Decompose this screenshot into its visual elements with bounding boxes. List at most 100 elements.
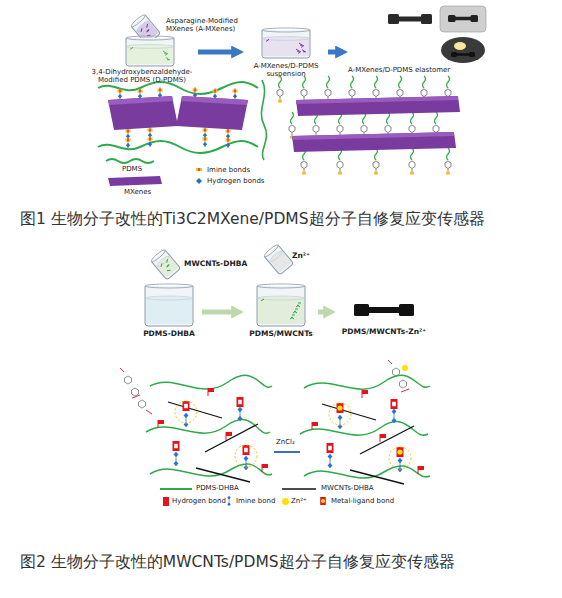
figure-caption: 图2 生物分子改性的MWCNTs/PDMS超分子自修复应变传感器 — [20, 553, 455, 572]
node-illustration-part-part — [136, 20, 151, 33]
node-illustration-part — [291, 317, 294, 319]
node-illustration-part — [145, 286, 193, 326]
beaker-node: PDMS-DHBA — [136, 280, 202, 342]
pdms-mwcnt-network-left-part — [235, 445, 257, 467]
mxene-network-left-part — [193, 87, 198, 98]
beaker-node: 3,4-Dihydroxybenzaldehyde-Modified PDMS … — [86, 34, 198, 88]
legend-samples-part — [227, 496, 231, 506]
mxene-network-right — [261, 76, 460, 175]
mxene-network-right-part — [349, 76, 355, 103]
node-illustration-part — [166, 58, 169, 60]
pdms-mwcnt-network-left-part — [183, 401, 190, 411]
reagent-label: ZnCl₂ — [276, 437, 295, 447]
legend-samples-part — [198, 168, 200, 171]
mxene-network-left-part — [233, 88, 238, 99]
node-illustration-part — [165, 53, 168, 55]
pdms-mwcnt-network-left-part — [184, 413, 189, 427]
pdms-mwcnt-zn-network-right-part — [397, 447, 404, 457]
mxene-network-right-part — [373, 148, 379, 175]
pdms-mwcnt-network-left-part — [150, 464, 272, 476]
node-illustration-part — [266, 39, 269, 41]
pdms-mwcnt-zn-network-right-part — [350, 470, 404, 484]
node-illustration-part — [262, 30, 310, 58]
legend-text: MXenes — [124, 188, 151, 196]
node-illustration-part — [441, 37, 485, 63]
node-illustration-part — [296, 305, 299, 307]
pdms-mwcnt-zn-network-right-part — [380, 434, 386, 442]
node-illustration-part-part — [130, 13, 146, 28]
pdms-mwcnt-network-left-part — [208, 388, 214, 396]
mxene-network-right-part — [409, 148, 415, 175]
pdms-mwcnt-network-left-part — [205, 424, 258, 452]
beaker-node: PDMS/MWCNTs-Zn²⁺ — [336, 290, 432, 342]
node-illustration-part — [301, 45, 304, 47]
mxene-network-right-part — [292, 132, 456, 152]
node-illustration-part — [293, 311, 296, 313]
node-illustration-part-part — [147, 29, 149, 31]
node-illustration-part-part — [147, 34, 151, 37]
pdms-mwcnt-zn-network-right-part — [312, 422, 318, 430]
mxene-network-left-part — [203, 136, 208, 147]
node-illustration-part — [258, 298, 304, 324]
mxene-network-left-part — [98, 141, 258, 153]
mxene-network-right-part — [325, 76, 331, 103]
pdms-mwcnt-network-left-part — [132, 388, 139, 396]
mxene-network-right-part — [337, 148, 343, 175]
process-arrow — [328, 50, 343, 55]
mxene-network-left-part — [213, 88, 218, 99]
mxene-network-right-part — [301, 148, 307, 175]
legend-samples-part — [196, 178, 202, 184]
beaker-node: MWCNTs-DHBA — [150, 250, 250, 280]
node-illustration — [268, 246, 318, 274]
mxene-network-right-part — [296, 96, 460, 116]
pdms-mwcnt-zn-network-right-part — [418, 466, 424, 474]
node-illustration-part — [258, 296, 304, 300]
mxene-network-right-part — [337, 112, 343, 139]
node-illustration-part — [127, 46, 173, 64]
node-label: Asparagine-Modified MXenes (A-MXenes) — [166, 17, 250, 33]
pdms-mwcnt-network-left-part — [120, 368, 152, 414]
mxene-network-left — [98, 82, 258, 153]
beaker-node: A-MXenes/D-PDMS elastomer — [348, 2, 492, 80]
node-illustration-part — [127, 44, 173, 48]
node-illustration-part-part — [160, 263, 164, 266]
process-arrow — [202, 310, 239, 315]
mxene-network-left-part — [226, 137, 231, 148]
mxene-network-left-part — [148, 136, 153, 147]
mxene-network-right-part — [313, 112, 319, 139]
node-label: PDMS/MWCNTs — [244, 330, 318, 338]
node-illustration-part — [146, 296, 192, 300]
zncl2-reaction-line-part — [274, 451, 300, 453]
node-illustration-part-part — [167, 269, 171, 272]
legend-text: PDMS-DHBA — [196, 484, 239, 492]
legend-text: PDMS — [122, 165, 142, 173]
mxene-network-left-part — [126, 137, 131, 148]
mxene-network-left-part — [108, 96, 178, 130]
node-label: Zn²⁺ — [292, 252, 318, 260]
pdms-mwcnt-zn-network-right-part — [389, 447, 411, 469]
node-illustration-part — [397, 17, 423, 22]
node-illustration-part — [454, 42, 466, 50]
node-illustration-part — [130, 47, 133, 49]
node-illustration-part — [296, 49, 299, 51]
node-illustration-part-part — [157, 256, 179, 278]
pdms-mwcnt-zn-network-right-part — [337, 403, 344, 413]
pdms-mwcnt-network-left-part — [158, 420, 164, 428]
node-illustration-part — [299, 43, 302, 45]
pdms-mwcnt-network-left-part — [174, 452, 179, 466]
node-illustration-part — [257, 284, 305, 288]
pdms-mwcnt-zn-network-right-part — [338, 415, 343, 429]
pdms-mwcnt-network-left-part — [243, 445, 250, 455]
pdms-mwcnt-network-left-part — [146, 420, 270, 434]
node-illustration-part — [126, 38, 174, 66]
node-illustration-part-part — [167, 265, 169, 267]
node-illustration-part — [126, 36, 174, 40]
process-arrow — [318, 310, 331, 315]
legend-text: Hydrogen bonds — [207, 177, 265, 185]
pdms-mwcnt-zn-network-right-part — [327, 443, 334, 453]
pdms-mwcnt-network-left-part — [238, 407, 243, 421]
node-label: A-MXenes/D-PDMS suspension — [244, 62, 328, 78]
zncl2-reaction-line — [274, 452, 300, 453]
